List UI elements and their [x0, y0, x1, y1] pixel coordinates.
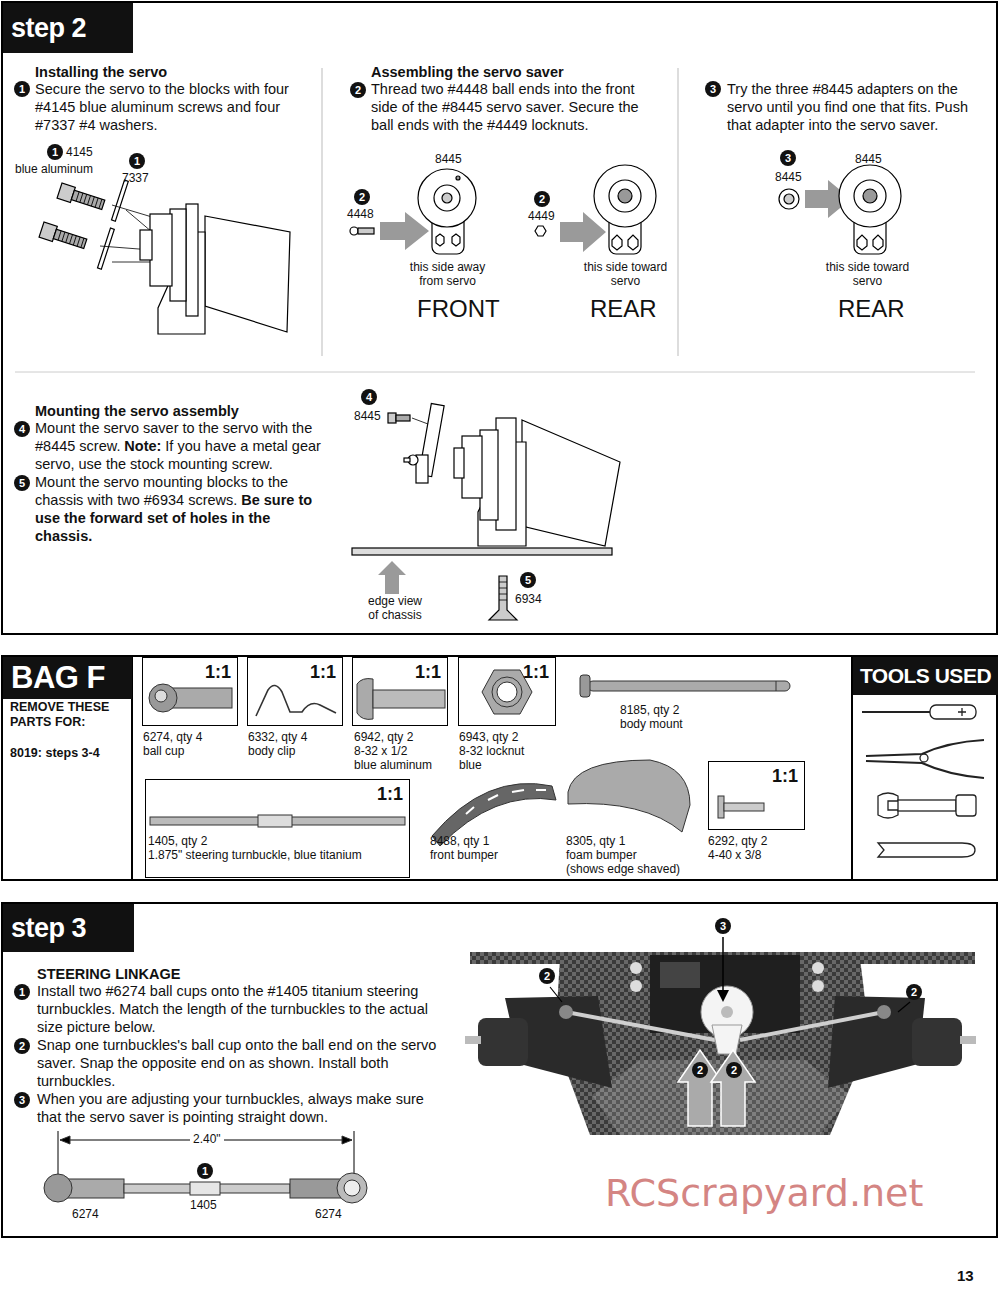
part-label: 6274 — [72, 1207, 99, 1221]
part-label: 1405, qty 2 — [148, 834, 207, 848]
part-box: 1:1 — [458, 657, 556, 726]
part-label: 8445 — [354, 409, 381, 423]
dimension-label: 2.40" — [190, 1132, 224, 1146]
callout-number: 3 — [715, 918, 731, 934]
callout-number: 2 — [539, 968, 555, 984]
part-box: 1:1 — [352, 657, 448, 726]
part-label: 8445 — [855, 152, 882, 166]
parts-bag-panel: BAG F 1:1 1:1 1:1 1:1 1:1 1405, qty 21.875" st… — [1, 655, 998, 881]
callout-number: 3 — [705, 81, 721, 97]
part-box: 1:1 1405, qty 21.875" steering turnbuckle… — [145, 779, 410, 878]
warning-text: Note: — [124, 438, 161, 454]
part-label: 6274 — [315, 1207, 342, 1221]
part-label: foam bumper — [566, 848, 637, 862]
callout-number: 2 — [692, 1062, 708, 1078]
part-box: 1:1 — [247, 657, 343, 726]
callout-number: 4 — [361, 389, 377, 405]
bag-note: 8019: steps 3-4 — [10, 746, 100, 761]
callout-number: 2 — [534, 191, 550, 207]
callout-number: 2 — [726, 1062, 742, 1078]
callout-number: 1 — [129, 153, 145, 169]
note-label: this side away from servo — [400, 260, 495, 288]
callout-number: 3 — [780, 150, 796, 166]
part-label: blue aluminum — [354, 758, 432, 772]
instruction-text: Snap one turnbuckles's ball cup onto the… — [37, 1036, 442, 1090]
part-label: blue — [459, 758, 482, 772]
tools-panel: TOOLS USED — [851, 657, 1000, 879]
page-number: 13 — [957, 1267, 974, 1285]
section-tab: BAG F — [3, 657, 132, 699]
scale-label: 1:1 — [377, 783, 403, 805]
part-label: 6943, qty 2 — [459, 730, 518, 744]
callout-number: 1 — [14, 81, 30, 97]
callout-number: 5 — [14, 475, 30, 491]
callout-number: 2 — [350, 82, 366, 98]
orientation-label: REAR — [838, 295, 905, 323]
part-box: 1:1 — [142, 657, 238, 726]
part-label: 1.875" steering turnbuckle, blue titaniu… — [148, 848, 362, 862]
callout-number: 1 — [14, 984, 30, 1000]
bag-note: REMOVE THESE PARTS FOR: — [10, 700, 128, 730]
instruction-text: When you are adjusting your turnbuckles,… — [37, 1090, 442, 1126]
watermark: RCScrapyard.net — [605, 1170, 923, 1216]
section-heading: Mounting the servo assembly — [35, 402, 239, 420]
instruction-text: Thread two #4448 ball ends into the fron… — [371, 80, 661, 134]
part-label: 4449 — [528, 209, 555, 223]
callout-number: 2 — [906, 984, 922, 1000]
part-label: 4145 — [66, 145, 93, 159]
part-label: 6934 — [515, 592, 542, 606]
part-label: 6332, qty 4 — [248, 730, 307, 744]
callout-number: 4 — [14, 421, 30, 437]
note-label: edge view of chassis — [364, 594, 426, 622]
orientation-label: REAR — [590, 295, 657, 323]
part-label: 4448 — [347, 207, 374, 221]
part-label: 8445 — [435, 152, 462, 166]
section-heading: STEERING LINKAGE — [37, 965, 180, 983]
section-tab: step 3 — [3, 904, 134, 952]
instruction-paragraph: Mount the servo mounting blocks to the c… — [35, 473, 327, 545]
part-label: 8445 — [775, 170, 802, 184]
scale-label: 1:1 — [772, 765, 798, 787]
part-label: 8-32 locknut — [459, 744, 524, 758]
callout-number: 2 — [354, 189, 370, 205]
scale-label: 1:1 — [205, 661, 231, 683]
section-heading: Assembling the servo saver — [371, 63, 564, 81]
callout-number: 1 — [197, 1163, 213, 1179]
callout-number: 5 — [520, 572, 536, 588]
part-label: 1405 — [190, 1198, 217, 1212]
part-label: 4-40 x 3/8 — [708, 848, 761, 862]
part-label: 6942, qty 2 — [354, 730, 413, 744]
part-label: 8-32 x 1/2 — [354, 744, 407, 758]
instruction-text: Install two #6274 ball cups onto the #14… — [37, 982, 442, 1036]
part-label: body clip — [248, 744, 295, 758]
note-label: this side toward servo — [578, 260, 673, 288]
scale-label: 1:1 — [310, 661, 336, 683]
part-label: 8305, qty 1 — [566, 834, 625, 848]
part-box: 1:1 — [708, 761, 805, 830]
instruction-paragraph: Mount the servo saver to the servo with … — [35, 419, 327, 473]
callout-number: 1 — [47, 144, 63, 160]
part-label: 7337 — [122, 171, 149, 185]
part-label: front bumper — [430, 848, 498, 862]
callout-number: 3 — [14, 1092, 30, 1108]
scale-label: 1:1 — [415, 661, 441, 683]
part-label: 8488, qty 1 — [430, 834, 489, 848]
note-label: this side toward servo — [820, 260, 915, 288]
part-label: body mount — [620, 717, 683, 731]
section-heading: Installing the servo — [35, 63, 167, 81]
scale-label: 1:1 — [523, 661, 549, 683]
callout-number: 2 — [14, 1038, 30, 1054]
instruction-text: Try the three #8445 adapters on the serv… — [727, 80, 985, 134]
instruction-text: Secure the servo to the blocks with four… — [35, 80, 307, 134]
part-label: 6292, qty 2 — [708, 834, 767, 848]
part-label: 8185, qty 2 — [620, 703, 679, 717]
section-tab: step 2 — [3, 3, 133, 53]
part-label: blue aluminum — [15, 162, 93, 176]
section-tab: TOOLS USED — [853, 657, 998, 695]
part-label: 6274, qty 4 — [143, 730, 202, 744]
orientation-label: FRONT — [417, 295, 500, 323]
part-label: (shows edge shaved) — [566, 862, 680, 876]
part-label: ball cup — [143, 744, 184, 758]
